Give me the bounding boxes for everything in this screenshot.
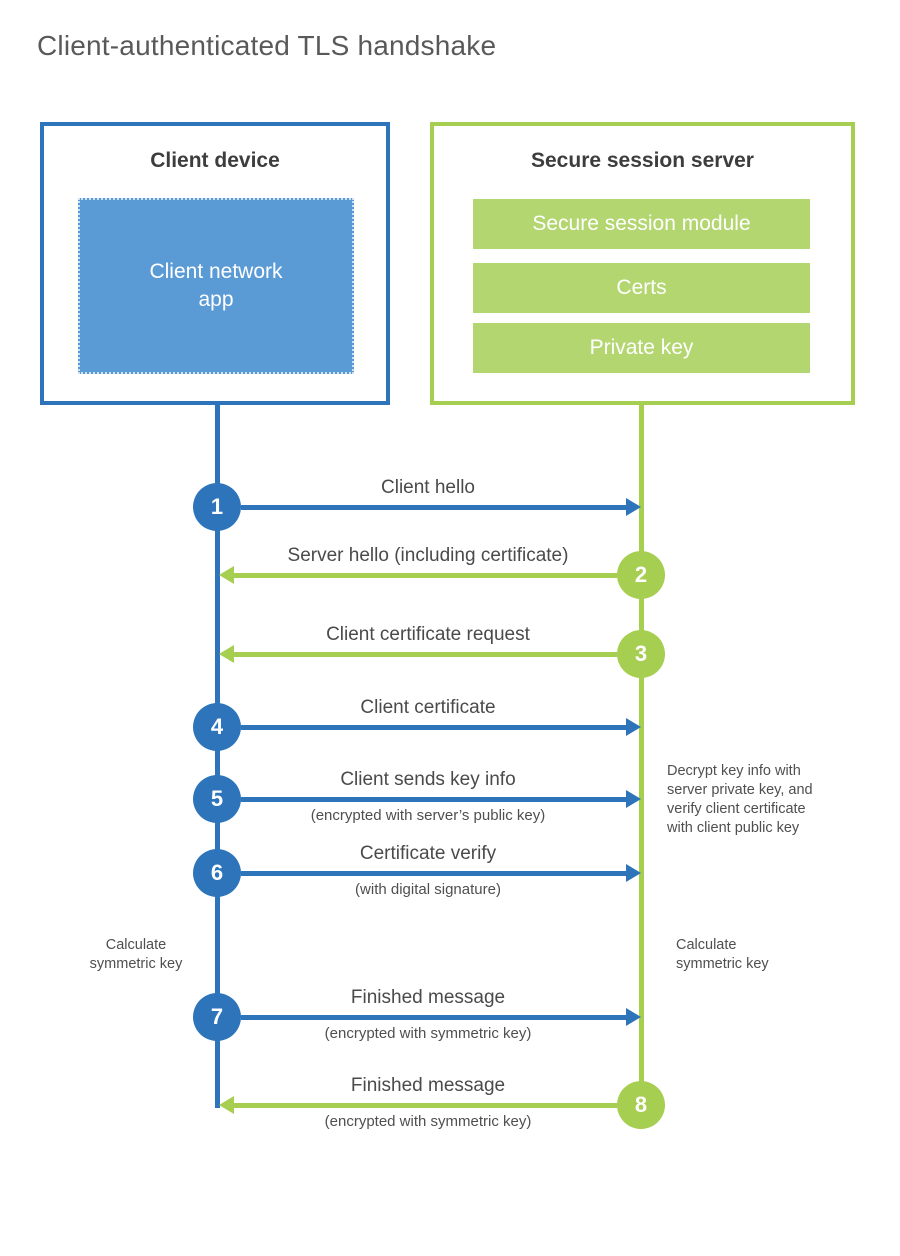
step-circle: 3 (617, 630, 665, 678)
calculate-symmetric-key-note-server: Calculate symmetric key (676, 937, 769, 973)
message-arrow-shaft (234, 1103, 617, 1108)
message-label: Finished message (350, 1075, 506, 1096)
step-circle: 1 (193, 483, 241, 531)
message-arrow-shaft (241, 871, 626, 876)
message-arrow-shaft (241, 797, 626, 802)
arrowhead-left-icon (219, 1096, 234, 1114)
page-title: Client-authenticated TLS handshake (37, 30, 497, 61)
arrowhead-left-icon (219, 566, 234, 584)
client-network-app-label: Client network app (149, 259, 283, 311)
server-lifeline (639, 403, 644, 1105)
message-label: Client sends key info (340, 769, 516, 790)
step-circle: 6 (193, 849, 241, 897)
step-circle: 5 (193, 775, 241, 823)
secure-session-server-title: Secure session server (531, 149, 754, 172)
private-key-bar: Private key (473, 323, 810, 373)
message-label: Server hello (including certificate) (287, 545, 569, 566)
message-label: Certificate verify (359, 843, 497, 864)
client-device-title: Client device (150, 149, 280, 172)
message-arrow-shaft (241, 1015, 626, 1020)
message-label: Client certificate request (326, 624, 530, 645)
message-arrow-shaft (234, 573, 617, 578)
message-arrow-shaft (241, 725, 626, 730)
message-arrow-shaft (241, 505, 626, 510)
message-sublabel: (with digital signature) (355, 881, 501, 898)
arrowhead-left-icon (219, 645, 234, 663)
message-arrow-shaft (234, 652, 617, 657)
client-device-box: Client device Client network app (40, 122, 390, 405)
decrypt-key-note: Decrypt key info with server private key… (667, 763, 813, 837)
arrowhead-right-icon (626, 790, 641, 808)
client-network-app-box: Client network app (78, 198, 354, 374)
arrowhead-right-icon (626, 718, 641, 736)
message-sublabel: (encrypted with symmetric key) (324, 1025, 532, 1042)
client-lifeline (215, 403, 220, 1108)
message-label: Client hello (381, 477, 475, 498)
step-circle: 4 (193, 703, 241, 751)
message-sublabel: (encrypted with server’s public key) (310, 807, 546, 824)
arrowhead-right-icon (626, 864, 641, 882)
step-circle: 2 (617, 551, 665, 599)
message-sublabel: (encrypted with symmetric key) (324, 1113, 532, 1130)
arrowhead-right-icon (626, 1008, 641, 1026)
secure-session-module-bar: Secure session module (473, 199, 810, 249)
certs-bar: Certs (473, 263, 810, 313)
message-label: Client certificate (360, 697, 496, 718)
step-circle: 8 (617, 1081, 665, 1129)
step-circle: 7 (193, 993, 241, 1041)
secure-session-server-box: Secure session server Secure session mod… (430, 122, 855, 405)
calculate-symmetric-key-note-client: Calculate symmetric key (89, 937, 183, 973)
message-label: Finished message (350, 987, 506, 1008)
arrowhead-right-icon (626, 498, 641, 516)
